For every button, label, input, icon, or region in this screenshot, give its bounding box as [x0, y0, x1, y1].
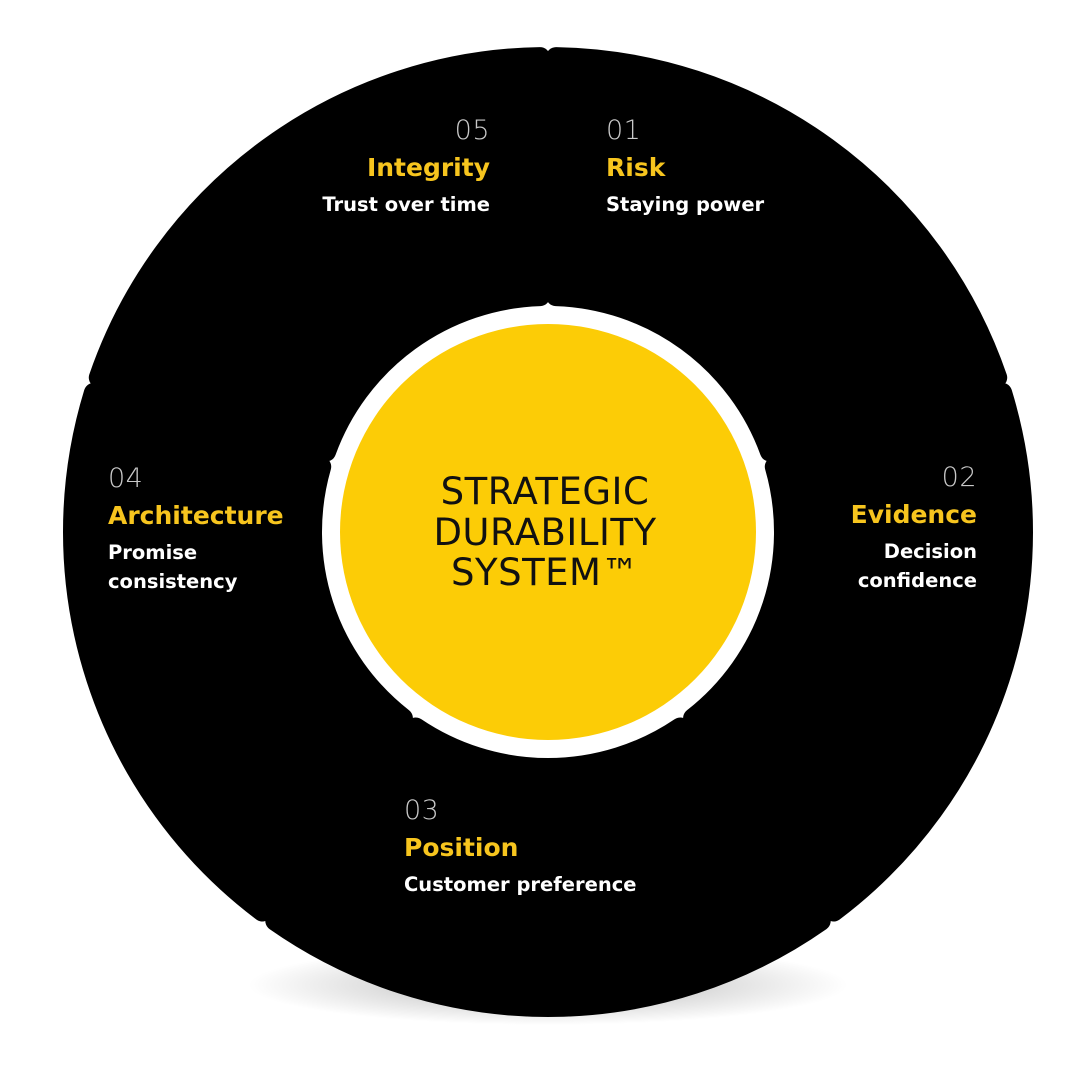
- segment-subtitle-line-2: confidence: [857, 568, 977, 592]
- segment-subtitle-line-2: consistency: [108, 569, 238, 593]
- segment-number: 04: [108, 463, 144, 494]
- segment-number: 02: [941, 462, 977, 493]
- segment-subtitle: Trust over time: [322, 193, 490, 217]
- segment-architecture: 04 Architecture Promise consistency: [108, 463, 284, 596]
- segment-number: 03: [404, 795, 440, 826]
- segment-shape-architecture: [63, 382, 413, 922]
- segment-shape-integrity: [88, 47, 551, 462]
- center-label-line-3: SYSTEM™: [451, 551, 639, 595]
- segment-subtitle: Staying power: [606, 193, 765, 217]
- segment-title: Risk: [606, 153, 666, 183]
- center-label-line-1: STRATEGIC: [440, 470, 650, 513]
- segment-shape-position: [265, 717, 831, 1017]
- center-label: STRATEGIC DURABILITY SYSTEM™: [365, 470, 725, 595]
- segment-subtitle-line-1: Decision: [883, 540, 977, 564]
- segment-title: Evidence: [850, 500, 977, 530]
- segment-title: Integrity: [366, 153, 490, 183]
- segment-number: 05: [454, 115, 490, 146]
- segment-risk: 01 Risk Staying power: [606, 115, 764, 220]
- segment-position: 03 Position Customer preference: [404, 795, 637, 900]
- center-label-line-2: DURABILITY: [433, 510, 657, 554]
- segments-group: [63, 47, 1033, 1017]
- segment-subtitle: Decision confidence: [717, 538, 977, 595]
- segment-evidence: 02 Evidence Decision confidence: [717, 462, 977, 595]
- segment-shape-risk: [545, 47, 1008, 462]
- segment-title: Position: [404, 833, 519, 863]
- segment-subtitle: Customer preference: [404, 873, 637, 897]
- segment-number: 01: [606, 115, 642, 146]
- segment-subtitle-line-1: Promise: [108, 541, 198, 565]
- segment-subtitle: Promise consistency: [108, 539, 284, 596]
- center-circle: [340, 324, 756, 740]
- segment-shape-evidence: [683, 382, 1033, 922]
- segment-integrity: 05 Integrity Trust over time: [230, 115, 490, 220]
- segment-title: Architecture: [108, 501, 284, 531]
